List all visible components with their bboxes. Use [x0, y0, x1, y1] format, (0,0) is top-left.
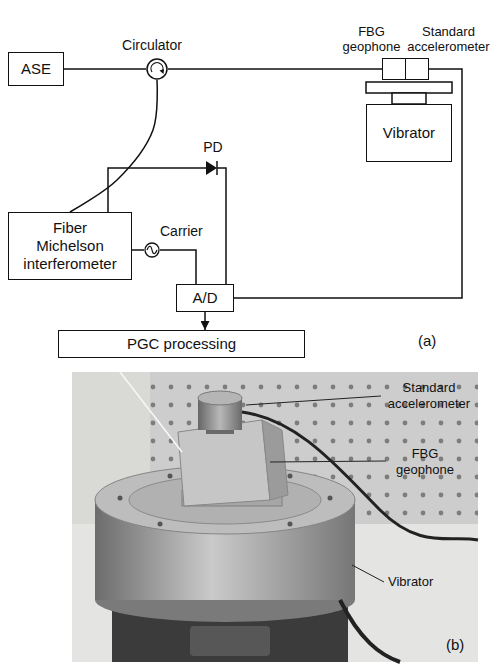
- bolt-hole: [158, 522, 163, 527]
- part-label: Vibrator: [388, 574, 433, 590]
- photodiode-symbol: PD: [204, 160, 222, 176]
- node-label: Standard accelerometer: [405, 23, 493, 54]
- mounting-plate: [366, 82, 452, 93]
- geophone-housing: [178, 420, 270, 506]
- part-label: Standard accelerometer: [384, 380, 474, 411]
- light-source-box: ASE: [8, 52, 64, 86]
- node-label: Carrier: [160, 223, 203, 240]
- circulator-arrowhead: [160, 69, 165, 74]
- circulator-symbol: [146, 58, 168, 80]
- carrier-source-symbol: [144, 242, 160, 258]
- node-label: PGC processing: [127, 335, 236, 353]
- bolt-hole: [288, 474, 293, 479]
- connection-line: [64, 68, 146, 70]
- connection-line: [70, 80, 157, 212]
- connection-line: [222, 168, 226, 284]
- box-content: Vibrator: [383, 124, 435, 142]
- node-label: Circulator: [122, 37, 182, 54]
- circulator-symbol: Circulator: [146, 58, 168, 80]
- node-label: Fiber Michelson interferometer: [20, 219, 120, 273]
- connection-line: [168, 68, 382, 70]
- connection-line: [108, 168, 204, 212]
- node-label: PD: [203, 139, 222, 156]
- box-content: PGC processing: [127, 335, 236, 353]
- box-content: Fiber Michelson interferometer: [20, 219, 120, 273]
- bolt-hole: [168, 474, 173, 479]
- interferometer-box: Fiber Michelson interferometer: [8, 212, 132, 280]
- part-label: FBG geophone: [390, 446, 460, 477]
- connection-line: [132, 249, 144, 251]
- accelerometer-box: Standard accelerometer: [405, 58, 429, 80]
- node-label: A/D: [192, 289, 217, 307]
- diode-triangle: [206, 161, 217, 175]
- mounting-stem: [392, 93, 426, 104]
- test-photo: [72, 372, 478, 662]
- vibrator-box: Vibrator: [366, 104, 452, 162]
- photo-ground: [72, 372, 478, 662]
- bolt-hole: [118, 496, 123, 501]
- signal-arrow: [204, 312, 206, 330]
- box-content: ASE: [21, 60, 51, 78]
- adc-box: A/D: [176, 284, 234, 312]
- sine-wave: [147, 246, 157, 254]
- source-ring: [145, 243, 159, 257]
- node-label: FBG geophone: [339, 23, 405, 54]
- leader-line: [270, 461, 386, 462]
- carrier-source-symbol: Carrier: [144, 242, 160, 258]
- bolt-hole: [288, 522, 293, 527]
- accelerometer-top: [198, 391, 242, 405]
- geophone-housing-side: [262, 420, 288, 500]
- leader-line: [246, 396, 381, 405]
- panel-label: (b): [446, 636, 464, 654]
- photodiode-symbol: [204, 160, 222, 176]
- node-label: ASE: [21, 60, 51, 78]
- node-label: Vibrator: [383, 124, 435, 142]
- leader-line: [352, 565, 384, 582]
- vibrator-cable: [340, 600, 400, 662]
- vibrator-clamp: [190, 626, 270, 656]
- diode-bar: [204, 161, 222, 175]
- bolt-hole: [328, 496, 333, 501]
- optical-fiber: [120, 372, 182, 452]
- connection-line: [160, 250, 196, 284]
- connection-line: [234, 69, 462, 298]
- box-content: A/D: [192, 289, 217, 307]
- accelerometer-cable: [242, 412, 478, 540]
- fbg-geophone-box: FBG geophone: [382, 58, 406, 80]
- processing-box: PGC processing: [58, 330, 305, 358]
- panel-label: (a): [418, 332, 436, 350]
- circulator-ring: [147, 59, 167, 79]
